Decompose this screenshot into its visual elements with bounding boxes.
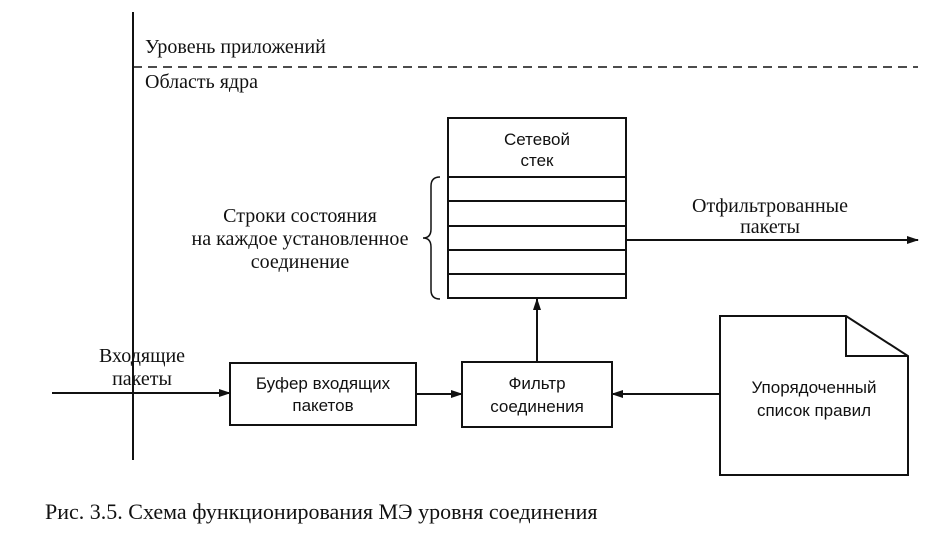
state-rows-label-line3: соединение xyxy=(251,251,350,273)
incoming-label-line1: Входящие xyxy=(99,345,185,367)
diagram-svg: Уровень приложений Область ядра Сетевой … xyxy=(52,12,919,476)
rules-label-line1: Упорядоченный xyxy=(752,378,877,397)
buffer-label-line2: пакетов xyxy=(292,396,353,415)
kernel-level-label: Область ядра xyxy=(145,71,258,93)
filter-box xyxy=(461,361,613,428)
stack-title-line1: Сетевой xyxy=(504,130,570,149)
figure-caption: Рис. 3.5. Схема функционирования МЭ уров… xyxy=(45,499,598,524)
state-rows-brace xyxy=(422,176,441,300)
network-stack: Сетевой стек xyxy=(447,117,627,299)
state-rows-label-line2: на каждое установленное xyxy=(192,228,409,250)
state-rows-label-line1: Строки состояния xyxy=(223,205,377,227)
app-level-label: Уровень приложений xyxy=(145,36,326,58)
filter-node: Фильтр соединения xyxy=(461,361,613,428)
buffer-box xyxy=(229,362,417,426)
incoming-label-line2: пакеты xyxy=(112,368,172,390)
filter-label-line2: соединения xyxy=(490,397,584,416)
filter-label-line1: Фильтр xyxy=(508,374,565,393)
buffer-label-line1: Буфер входящих xyxy=(256,374,391,393)
output-label-line1: Отфильтрованные xyxy=(692,195,848,217)
rules-document-fold xyxy=(845,316,908,357)
rules-label-line2: список правил xyxy=(757,401,871,420)
buffer-node: Буфер входящих пакетов xyxy=(229,362,417,426)
rules-document: Упорядоченный список правил xyxy=(719,315,909,476)
output-label-line2: пакеты xyxy=(740,216,800,238)
stack-title-line2: стек xyxy=(521,151,555,170)
